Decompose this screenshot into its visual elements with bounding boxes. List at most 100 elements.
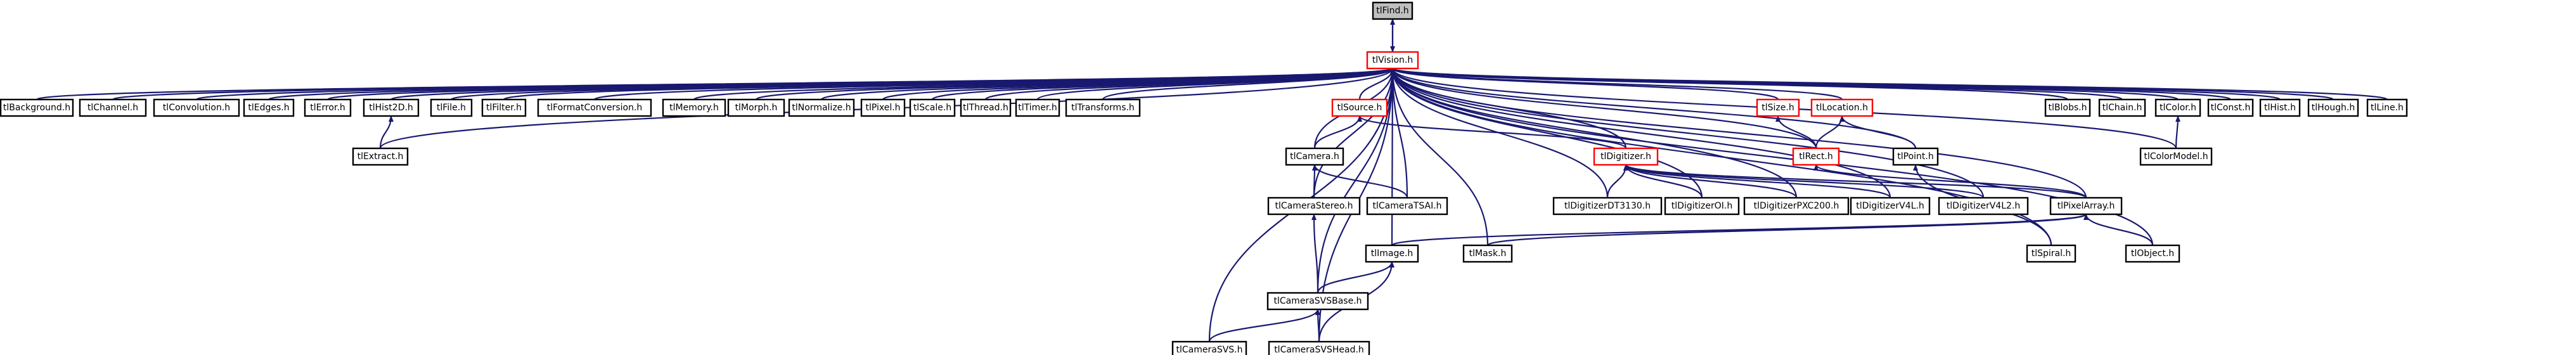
node-box-tlSize[interactable] bbox=[1756, 98, 1800, 117]
node-tlColorModel[interactable]: tlColorModel.h bbox=[2139, 147, 2213, 166]
node-tlDigitizerV4L2[interactable]: tlDigitizerV4L2.h bbox=[1938, 197, 2029, 216]
node-tlThread[interactable]: tlThread.h bbox=[960, 98, 1012, 117]
node-box-tlError[interactable] bbox=[304, 98, 352, 117]
node-box-tlDigitizerOI[interactable] bbox=[1664, 197, 1740, 216]
node-box-tlEdges[interactable] bbox=[243, 98, 295, 117]
node-box-tlDigitizerDT3130[interactable] bbox=[1552, 197, 1663, 216]
node-tlHist[interactable]: tlHist.h bbox=[2259, 98, 2301, 117]
node-box-tlExtract[interactable] bbox=[352, 147, 409, 166]
node-box-tlCameraSVSHead[interactable] bbox=[1268, 340, 1370, 355]
node-tlCameraStereo[interactable]: tlCameraStereo.h bbox=[1267, 197, 1361, 216]
node-tlBackground[interactable]: tlBackground.h bbox=[0, 98, 74, 117]
node-box-tlThread[interactable] bbox=[960, 98, 1012, 117]
node-box-tlCameraSVS[interactable] bbox=[1171, 340, 1247, 355]
node-box-tlSpiral[interactable] bbox=[2026, 244, 2077, 263]
node-box-tlDigitizerV4L[interactable] bbox=[1850, 197, 1931, 216]
node-tlMask[interactable]: tlMask.h bbox=[1462, 244, 1513, 263]
node-tlDigitizer[interactable]: tlDigitizer.h bbox=[1593, 147, 1659, 166]
node-tlExtract[interactable]: tlExtract.h bbox=[352, 147, 409, 166]
node-box-tlCameraSVSBase[interactable] bbox=[1266, 292, 1369, 311]
node-tlSize[interactable]: tlSize.h bbox=[1756, 98, 1800, 117]
node-tlPixelArray[interactable]: tlPixelArray.h bbox=[2049, 197, 2123, 216]
node-tlSpiral[interactable]: tlSpiral.h bbox=[2026, 244, 2077, 263]
node-tlLocation[interactable]: tlLocation.h bbox=[1810, 98, 1874, 117]
node-box-tlDigitizerPXC200[interactable] bbox=[1743, 197, 1850, 216]
node-tlDigitizerDT3130[interactable]: tlDigitizerDT3130.h bbox=[1552, 197, 1663, 216]
node-tlFormatConversion[interactable]: tlFormatConversion.h bbox=[537, 98, 652, 117]
node-tlTimer[interactable]: tlTimer.h bbox=[1015, 98, 1060, 117]
node-box-tlColorModel[interactable] bbox=[2139, 147, 2213, 166]
node-tlObject[interactable]: tlObject.h bbox=[2125, 244, 2180, 263]
node-tlTransforms[interactable]: tlTransforms.h bbox=[1065, 98, 1141, 117]
node-tlDigitizerOI[interactable]: tlDigitizerOI.h bbox=[1664, 197, 1740, 216]
node-tlCameraSVSBase[interactable]: tlCameraSVSBase.h bbox=[1266, 292, 1369, 311]
node-tlNormalize[interactable]: tlNormalize.h bbox=[788, 98, 855, 117]
node-box-tlLocation[interactable] bbox=[1810, 98, 1874, 117]
node-tlCameraSVS[interactable]: tlCameraSVS.h bbox=[1171, 340, 1247, 355]
node-box-tlBlobs[interactable] bbox=[2044, 98, 2091, 117]
node-tlBlobs[interactable]: tlBlobs.h bbox=[2044, 98, 2091, 117]
node-tlChain[interactable]: tlChain.h bbox=[2098, 98, 2146, 117]
node-box-tlObject[interactable] bbox=[2125, 244, 2180, 263]
node-tlLine[interactable]: tlLine.h bbox=[2366, 98, 2408, 117]
node-box-tlHist[interactable] bbox=[2259, 98, 2301, 117]
node-box-tlCameraStereo[interactable] bbox=[1267, 197, 1361, 216]
node-box-tlFormatConversion[interactable] bbox=[537, 98, 652, 117]
node-tlCameraSVSHead[interactable]: tlCameraSVSHead.h bbox=[1268, 340, 1370, 355]
node-tlCamera[interactable]: tlCamera.h bbox=[1285, 147, 1344, 166]
node-tlRect[interactable]: tlRect.h bbox=[1792, 147, 1840, 166]
node-box-tlPixelArray[interactable] bbox=[2049, 197, 2123, 216]
node-tlChannel[interactable]: tlChannel.h bbox=[79, 98, 147, 117]
node-box-tlConvolution[interactable] bbox=[153, 98, 240, 117]
node-box-tlNormalize[interactable] bbox=[788, 98, 855, 117]
node-box-tlRect[interactable] bbox=[1792, 147, 1840, 166]
node-tlEdges[interactable]: tlEdges.h bbox=[243, 98, 295, 117]
node-box-tlMorph[interactable] bbox=[727, 98, 785, 117]
node-box-tlPoint[interactable] bbox=[1892, 147, 1939, 166]
node-tlConvolution[interactable]: tlConvolution.h bbox=[153, 98, 240, 117]
node-tlCameraTSAI[interactable]: tlCameraTSAI.h bbox=[1366, 197, 1448, 216]
node-box-tlVision[interactable] bbox=[1366, 51, 1419, 70]
node-tlMemory[interactable]: tlMemory.h bbox=[662, 98, 726, 117]
node-box-tlHist2D[interactable] bbox=[363, 98, 420, 117]
node-box-tlMemory[interactable] bbox=[662, 98, 726, 117]
node-tlDigitizerV4L[interactable]: tlDigitizerV4L.h bbox=[1850, 197, 1931, 216]
node-box-tlDigitizerV4L2[interactable] bbox=[1938, 197, 2029, 216]
node-tlFile[interactable]: tlFile.h bbox=[430, 98, 473, 117]
node-box-tlLine[interactable] bbox=[2366, 98, 2408, 117]
node-tlSource[interactable]: tlSource.h bbox=[1331, 98, 1388, 117]
node-tlHough[interactable]: tlHough.h bbox=[2307, 98, 2359, 117]
node-tlImage[interactable]: tlImage.h bbox=[1365, 244, 1419, 263]
node-tlScale[interactable]: tlScale.h bbox=[909, 98, 956, 117]
node-box-tlHough[interactable] bbox=[2307, 98, 2359, 117]
node-tlError[interactable]: tlError.h bbox=[304, 98, 352, 117]
node-tlMorph[interactable]: tlMorph.h bbox=[727, 98, 785, 117]
node-tlHist2D[interactable]: tlHist2D.h bbox=[363, 98, 420, 117]
node-tlPoint[interactable]: tlPoint.h bbox=[1892, 147, 1939, 166]
node-box-tlSource[interactable] bbox=[1331, 98, 1388, 117]
node-box-tlImage[interactable] bbox=[1365, 244, 1419, 263]
node-box-tlFile[interactable] bbox=[430, 98, 473, 117]
node-box-tlFind[interactable] bbox=[1372, 1, 1414, 20]
node-box-tlColor[interactable] bbox=[2154, 98, 2201, 117]
node-box-tlPixel[interactable] bbox=[860, 98, 906, 117]
node-tlConst[interactable]: tlConst.h bbox=[2207, 98, 2254, 117]
node-box-tlDigitizer[interactable] bbox=[1593, 147, 1659, 166]
node-box-tlScale[interactable] bbox=[909, 98, 956, 117]
node-box-tlChannel[interactable] bbox=[79, 98, 147, 117]
node-tlPixel[interactable]: tlPixel.h bbox=[860, 98, 906, 117]
node-tlVision[interactable]: tlVision.h bbox=[1366, 51, 1419, 70]
node-box-tlBackground[interactable] bbox=[0, 98, 74, 117]
node-tlColor[interactable]: tlColor.h bbox=[2154, 98, 2201, 117]
node-box-tlTimer[interactable] bbox=[1015, 98, 1060, 117]
node-box-tlConst[interactable] bbox=[2207, 98, 2254, 117]
node-tlFilter[interactable]: tlFilter.h bbox=[481, 98, 527, 117]
node-box-tlCameraTSAI[interactable] bbox=[1366, 197, 1448, 216]
node-box-tlChain[interactable] bbox=[2098, 98, 2146, 117]
node-box-tlMask[interactable] bbox=[1462, 244, 1513, 263]
node-tlFind[interactable]: tlFind.h bbox=[1372, 1, 1414, 20]
node-tlDigitizerPXC200[interactable]: tlDigitizerPXC200.h bbox=[1743, 197, 1850, 216]
node-box-tlCamera[interactable] bbox=[1285, 147, 1344, 166]
node-box-tlFilter[interactable] bbox=[481, 98, 527, 117]
node-box-tlTransforms[interactable] bbox=[1065, 98, 1141, 117]
